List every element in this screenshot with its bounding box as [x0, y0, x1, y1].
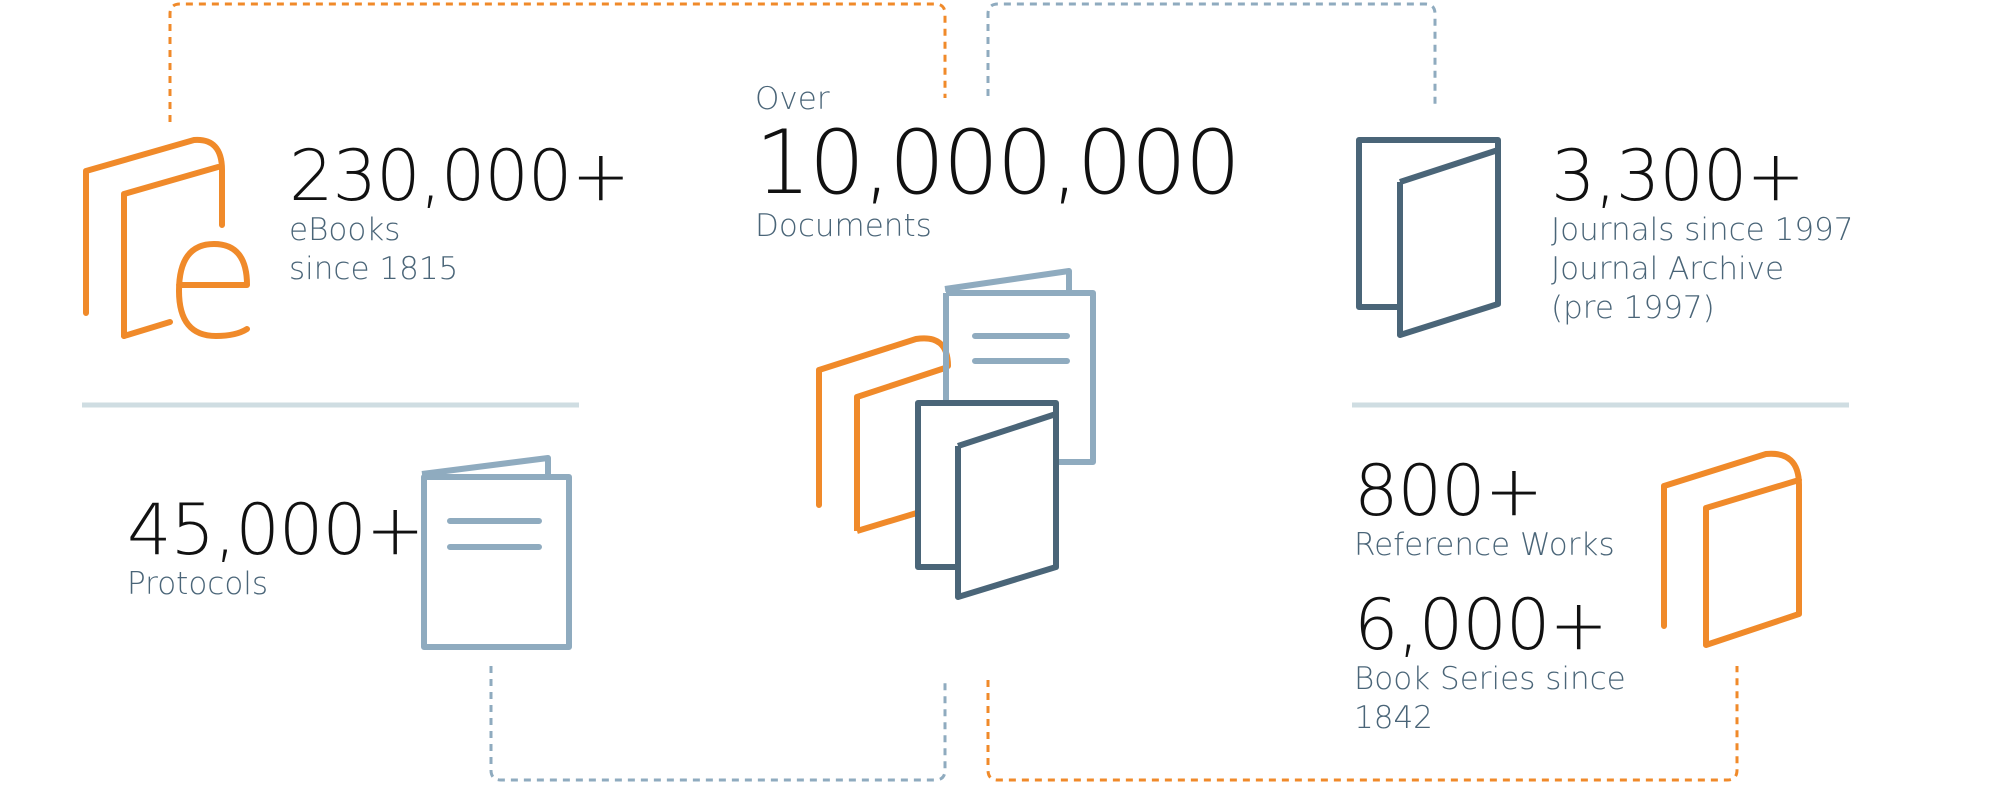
protocols-count: 45,000+ — [127, 489, 425, 571]
protocol-icon — [421, 455, 572, 650]
journals-label-line1: Journals since 1997 — [1551, 212, 1854, 248]
top-right-connector — [986, 2, 1437, 104]
protocols-label: Protocols — [127, 566, 269, 602]
protocols-stat: 45,000+ Protocols — [127, 489, 425, 604]
ebooks-stat: 230,000+ eBooks since 1815 — [289, 135, 630, 289]
documents-stat: Over 10,000,000 Documents — [755, 80, 1241, 246]
journals-label-line3: (pre 1997) — [1551, 290, 1715, 326]
book-series-label-line1: Book Series since — [1354, 661, 1626, 697]
documents-label: Documents — [755, 208, 932, 244]
journals-count: 3,300+ — [1551, 135, 1805, 217]
book-series-count: 6,000+ — [1354, 584, 1608, 666]
ebooks-label-line2: since 1815 — [289, 251, 459, 287]
reference-works-count: 800+ — [1354, 450, 1543, 532]
ebook-icon — [83, 136, 250, 339]
ebooks-count: 230,000+ — [289, 135, 630, 217]
journals-stat: 3,300+ Journals since 1997 Journal Archi… — [1551, 141, 1854, 328]
journal-icon — [1356, 137, 1501, 338]
book-series-stat: 6,000+ Book Series since 1842 — [1354, 590, 1626, 738]
reference-works-label: Reference Works — [1354, 527, 1615, 563]
reference-works-stat: 800+ Reference Works — [1354, 456, 1615, 565]
ebooks-label-line1: eBooks — [289, 212, 401, 248]
book-series-label-line2: 1842 — [1354, 700, 1433, 736]
documents-prefix: Over — [755, 81, 830, 117]
reference-book-icon — [1661, 450, 1802, 648]
bottom-left-connector — [489, 666, 947, 782]
bottom-right-connector — [986, 666, 1739, 782]
documents-cluster-icon — [816, 268, 1096, 600]
journals-label-line2: Journal Archive — [1551, 251, 1785, 287]
documents-count: 10,000,000 — [755, 111, 1241, 214]
